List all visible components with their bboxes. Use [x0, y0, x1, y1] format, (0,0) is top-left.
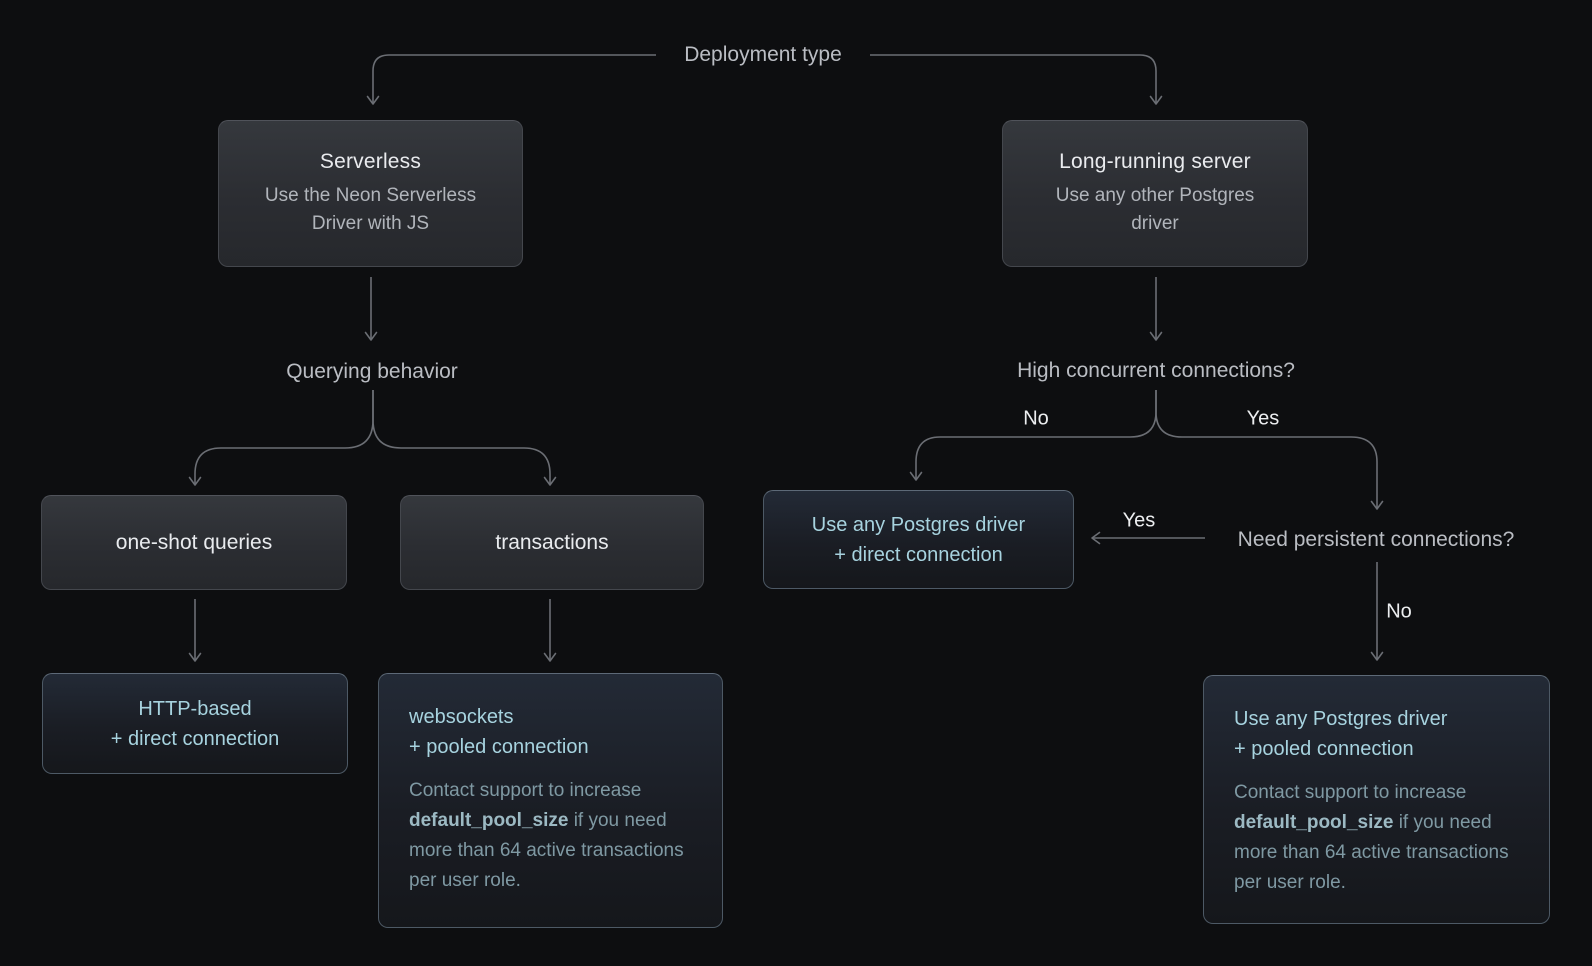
node-long-running-subtitle: Use any other Postgres driver	[1055, 184, 1255, 234]
label-high-concurrent-connections: High concurrent connections?	[1017, 359, 1295, 382]
label-deployment-type: Deployment type	[684, 43, 842, 66]
node-websockets-pooled-note: Contact support to increase default_pool…	[409, 776, 692, 896]
label-need-persistent-connections: Need persistent connections?	[1237, 528, 1515, 551]
node-websockets-pooled-title: websockets + pooled connection	[409, 706, 589, 758]
node-any-driver-pooled-connection: Use any Postgres driver + pooled connect…	[1203, 675, 1550, 924]
node-any-driver-pooled-note: Contact support to increase default_pool…	[1234, 778, 1519, 898]
wire-querying-to-transactions	[372, 390, 557, 486]
node-long-running-server: Long-running server Use any other Postgr…	[1002, 120, 1308, 267]
label-querying-behavior: Querying behavior	[286, 360, 458, 383]
wire-querying-to-oneshot	[188, 390, 374, 486]
note-prefix-text: Contact support to increase	[1234, 782, 1467, 803]
note-default-pool-size: default_pool_size	[1234, 812, 1394, 834]
wire-root-to-serverless	[366, 54, 656, 105]
node-http-direct-connection: HTTP-based + direct connection	[42, 673, 348, 774]
node-serverless: Serverless Use the Neon Serverless Drive…	[218, 120, 523, 267]
node-serverless-title: Serverless	[319, 149, 422, 173]
wire-root-to-longrunning	[870, 54, 1163, 105]
label-need-persistent-yes: Yes	[1122, 509, 1156, 532]
node-one-shot-queries: one-shot queries	[41, 495, 347, 590]
wire-highconcurrent-no	[909, 390, 1157, 481]
note-suffix-text: if you need more than 64 active transact…	[409, 810, 684, 892]
node-long-running-title: Long-running server	[1059, 149, 1251, 173]
node-one-shot-label: one-shot queries	[115, 530, 273, 554]
node-any-driver-direct-title: Use any Postgres driver + direct connect…	[811, 513, 1026, 566]
label-high-concurrent-yes: Yes	[1246, 407, 1280, 430]
node-websockets-pooled-connection: websockets + pooled connection Contact s…	[378, 673, 723, 928]
note-default-pool-size: default_pool_size	[409, 810, 569, 832]
node-any-driver-direct-connection: Use any Postgres driver + direct connect…	[763, 490, 1074, 589]
label-need-persistent-no: No	[1386, 600, 1412, 623]
node-serverless-subtitle: Use the Neon Serverless Driver with JS	[264, 184, 477, 234]
wire-highconcurrent-yes	[1155, 390, 1384, 510]
node-any-driver-pooled-title: Use any Postgres driver + pooled connect…	[1234, 708, 1448, 760]
note-prefix-text: Contact support to increase	[409, 780, 642, 801]
node-transactions: transactions	[400, 495, 704, 590]
note-suffix-text: if you need more than 64 active transact…	[1234, 812, 1509, 894]
node-transactions-label: transactions	[495, 530, 609, 554]
node-http-direct-title: HTTP-based + direct connection	[110, 697, 280, 750]
label-high-concurrent-no: No	[1023, 407, 1049, 430]
